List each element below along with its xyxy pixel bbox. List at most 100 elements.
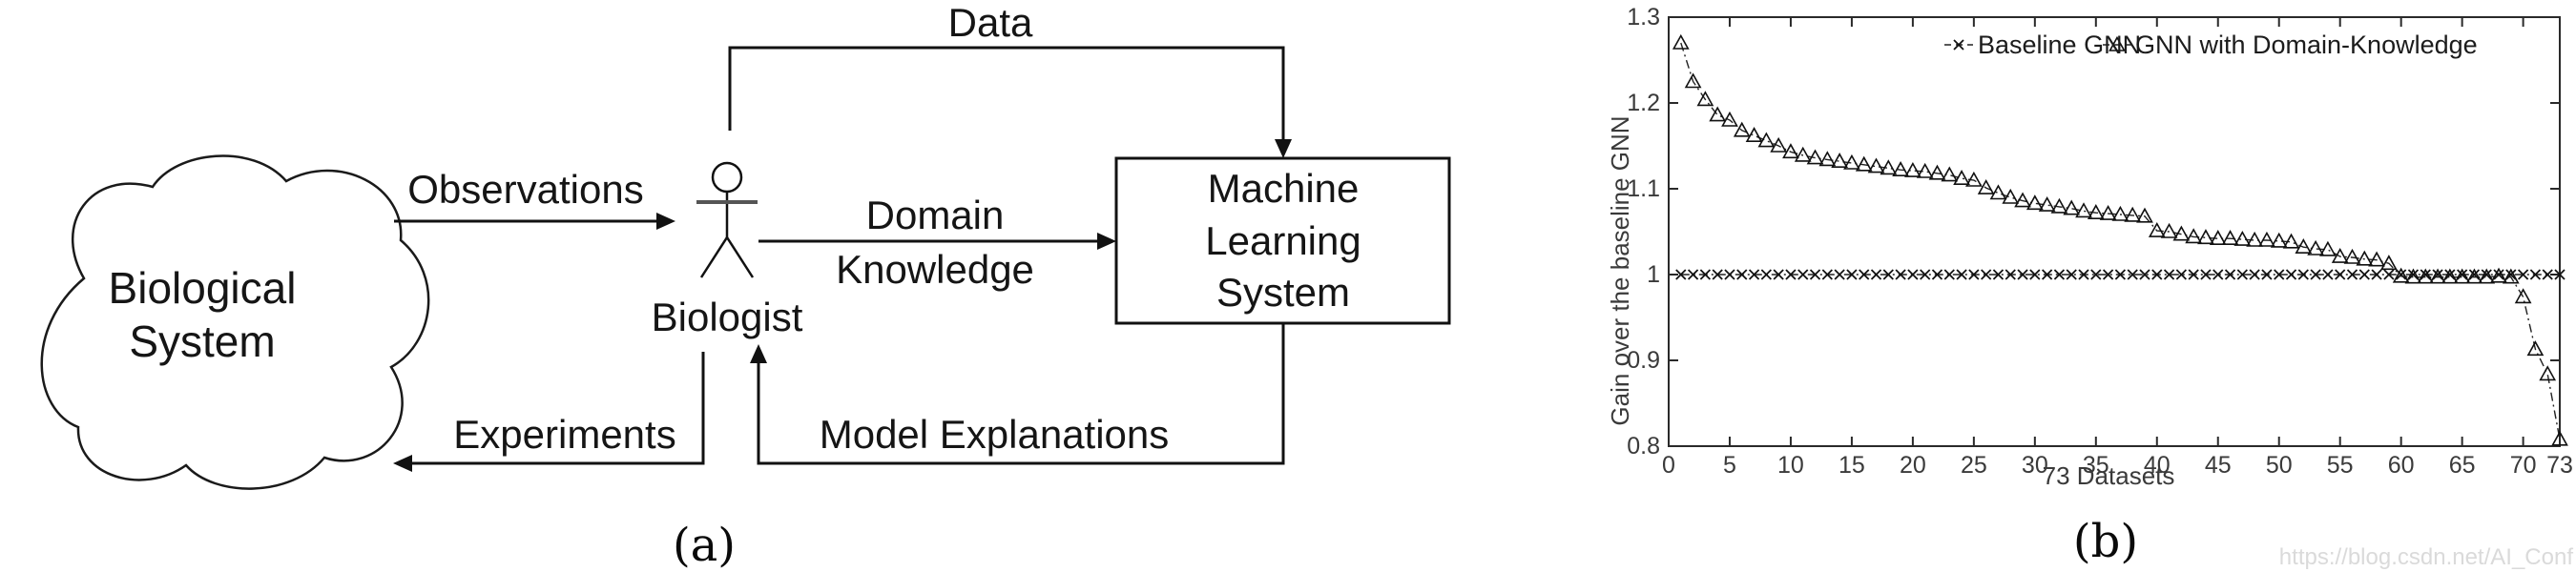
y-tick-label: 1.2 [1627, 90, 1660, 116]
triangle-marker [1684, 72, 1702, 89]
triangle-marker [2209, 230, 2227, 245]
x-marker [2249, 269, 2260, 280]
triangle-marker [2109, 35, 2126, 51]
triangle-marker [2478, 268, 2496, 284]
triangle-marker [2124, 206, 2142, 222]
x-marker [1724, 269, 1735, 280]
x-marker [2029, 269, 2041, 280]
x-marker [1785, 269, 1797, 280]
x-marker [2163, 269, 2175, 280]
x-marker [2127, 269, 2138, 280]
biological-system-cloud [40, 154, 430, 490]
x-tick-label: 20 [1900, 452, 1926, 479]
y-tick-label: 1.1 [1627, 175, 1660, 202]
triangle-marker [1721, 111, 1738, 127]
ml-box-label-line2: Learning [1205, 218, 1361, 263]
domain-knowledge-arrowhead [1097, 233, 1116, 250]
triangle-marker [1892, 161, 1909, 176]
triangle-marker [2392, 267, 2410, 283]
x-marker [2529, 269, 2542, 280]
x-marker [2005, 269, 2016, 280]
x-marker [1953, 39, 1964, 51]
triangle-marker [2014, 192, 2031, 208]
x-marker [2114, 269, 2127, 280]
x-marker [2371, 269, 2382, 280]
x-marker [2346, 269, 2358, 280]
triangle-marker [2514, 288, 2532, 304]
x-marker [1821, 269, 1833, 280]
triangle-marker [2221, 230, 2239, 245]
triangle-marker [2441, 268, 2459, 284]
biologist-actor-icon [696, 161, 758, 278]
observations-arrowhead [656, 213, 675, 230]
x-marker [2407, 269, 2420, 280]
triangle-marker [1696, 91, 1714, 107]
data-label: Data [948, 0, 1033, 45]
x-marker [2017, 269, 2028, 280]
plot-frame [1668, 16, 2561, 447]
x-marker [2554, 269, 2566, 280]
triangle-marker [2160, 222, 2178, 238]
triangle-marker [1818, 151, 1837, 167]
x-marker [2383, 269, 2395, 280]
triangle-marker [1880, 159, 1898, 175]
data-arrowhead [1275, 139, 1292, 158]
triangle-marker [1757, 132, 1776, 148]
triangle-marker [2025, 194, 2044, 211]
x-marker [1981, 269, 1992, 280]
x-marker [1870, 269, 1882, 280]
x-marker [2053, 269, 2066, 280]
watermark-text: https://blog.csdn.net/AI_Conf [2279, 544, 2574, 570]
x-marker [1834, 269, 1845, 280]
triangle-marker [2197, 229, 2214, 245]
triangle-marker [1989, 184, 2007, 200]
triangle-marker [1831, 153, 1848, 168]
triangle-marker [2002, 188, 2020, 204]
triangle-marker [2502, 268, 2520, 284]
x-marker [2444, 269, 2456, 280]
x-tick-label: 25 [1961, 452, 1987, 479]
triangle-marker [2111, 205, 2129, 221]
x-marker [2090, 269, 2102, 280]
x-marker [2041, 269, 2053, 280]
x-marker [2310, 269, 2321, 280]
x-marker [2517, 269, 2529, 280]
x-marker [1675, 269, 1687, 280]
x-marker [2542, 269, 2553, 280]
panel-a-diagram: Biological System Observations Biologist… [40, 0, 1451, 572]
x-marker [1712, 269, 1723, 280]
x-marker [2200, 269, 2212, 280]
x-marker [1760, 269, 1772, 280]
x-marker [1797, 269, 1809, 280]
triangle-marker [1709, 106, 1727, 122]
triangle-marker [2258, 231, 2275, 247]
legend-label-gnn-domain-knowledge: GNN with Domain-Knowledge [2135, 31, 2478, 59]
model-explanations-arrowhead [750, 344, 767, 363]
x-axis-title: 73 Datasets [2043, 461, 2175, 490]
triangle-marker [2172, 225, 2191, 241]
ml-box-label-line3: System [1216, 270, 1350, 315]
triangle-marker [2490, 267, 2507, 283]
triangle-marker [2356, 250, 2374, 266]
x-marker [1907, 269, 1919, 280]
triangle-marker [1855, 155, 1873, 172]
triangle-marker [2185, 228, 2203, 244]
x-marker [2261, 269, 2273, 280]
x-tick-label: 50 [2266, 452, 2293, 479]
triangle-marker [1843, 153, 1860, 170]
x-tick-label: 60 [2388, 452, 2415, 479]
y-axis-title: Gain over the baseline GNN [1606, 115, 1634, 425]
x-marker [2224, 269, 2236, 280]
triangle-marker [2050, 197, 2068, 214]
triangle-marker [1953, 170, 1970, 185]
triangle-marker [2282, 233, 2300, 249]
triangle-marker [2099, 204, 2117, 220]
triangle-marker [2343, 248, 2361, 264]
domain-knowledge-label-line2: Knowledge [836, 247, 1034, 292]
x-marker [1846, 269, 1858, 280]
x-marker [2322, 269, 2334, 280]
x-marker [2297, 269, 2309, 280]
triangle-marker [2270, 232, 2288, 248]
